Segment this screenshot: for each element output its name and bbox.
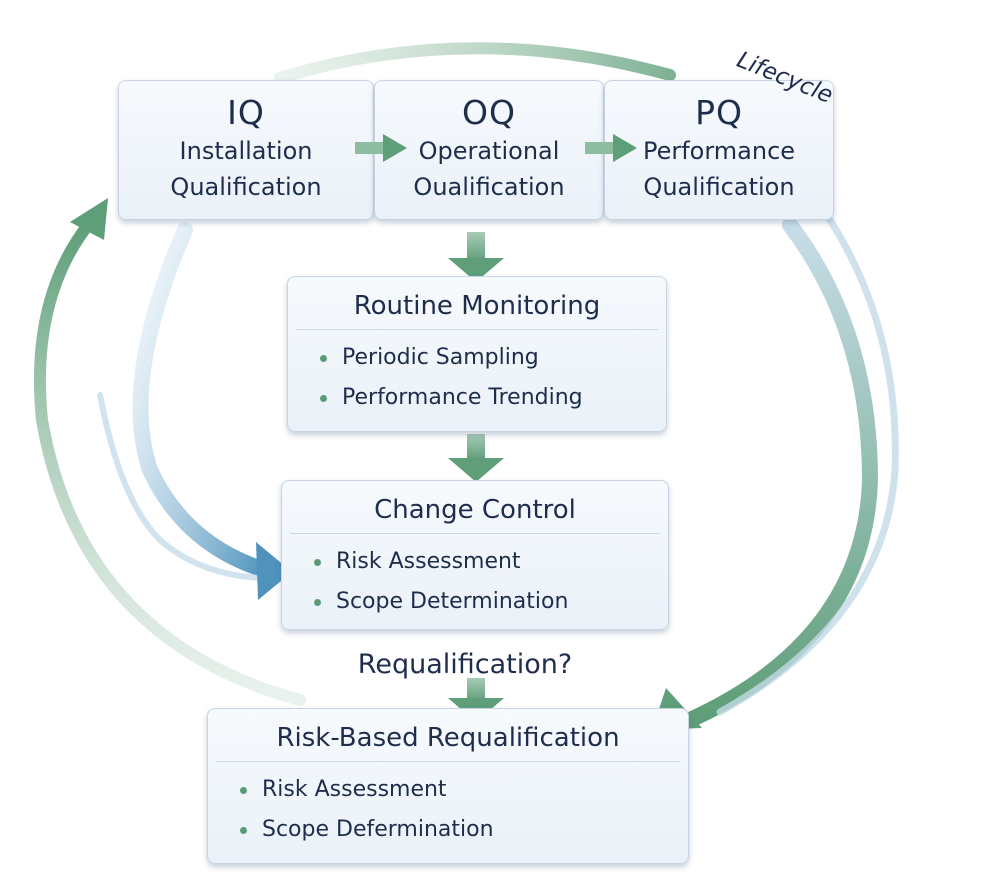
change-control-list: Risk Assessment Scope Determination — [282, 542, 668, 622]
top-arc-arrow — [274, 42, 676, 84]
oq-abbr: OQ — [462, 93, 516, 132]
requalification-title: Risk-Based Requalification — [276, 723, 620, 753]
right-arrow — [682, 217, 879, 728]
down-arrow-to-monitoring — [448, 258, 504, 282]
list-item: Performance Trending — [316, 378, 666, 418]
blue-arrow — [132, 222, 273, 578]
pq-box: PQ Performance Qualification — [604, 80, 834, 220]
list-item: Risk Assessment — [236, 770, 688, 810]
oq-box: OQ Operational Oualification — [374, 80, 604, 220]
blue-arrowhead — [256, 542, 292, 600]
iq-line2: Qualification — [170, 173, 322, 201]
list-item: Risk Assessment — [310, 542, 668, 582]
pq-abbr: PQ — [695, 93, 743, 132]
list-item: Periodic Sampling — [316, 338, 666, 378]
divider — [216, 761, 680, 762]
list-item: Scope Determination — [310, 582, 668, 622]
oq-line2: Oualification — [413, 173, 565, 201]
pq-line2: Qualification — [643, 173, 795, 201]
down-arrow-to-change-control — [448, 458, 504, 482]
iq-line1: Installation — [179, 137, 313, 165]
iq-box: IQ Installation Qualification — [118, 80, 374, 220]
requalification-question: Requalification? — [357, 649, 573, 680]
routine-monitoring-list: Periodic Sampling Performance Trending — [288, 338, 666, 418]
requalification-list: Risk Assessment Scope Defermination — [208, 770, 688, 850]
routine-monitoring-title: Routine Monitoring — [353, 291, 601, 321]
iq-abbr: IQ — [227, 93, 265, 132]
list-item: Scope Defermination — [236, 810, 688, 850]
oq-line1: Operational — [418, 137, 560, 165]
divider — [290, 533, 660, 534]
change-control-title: Change Control — [374, 495, 576, 525]
left-return-arrowhead — [70, 198, 108, 240]
left-return-arrow — [34, 219, 306, 706]
requalification-box: Risk-Based Requalification Risk Assessme… — [207, 708, 689, 864]
routine-monitoring-box: Routine Monitoring Periodic Sampling Per… — [287, 276, 667, 432]
pq-line1: Performance — [642, 137, 796, 165]
change-control-box: Change Control Risk Assessment Scope Det… — [281, 480, 669, 630]
divider — [296, 329, 658, 330]
